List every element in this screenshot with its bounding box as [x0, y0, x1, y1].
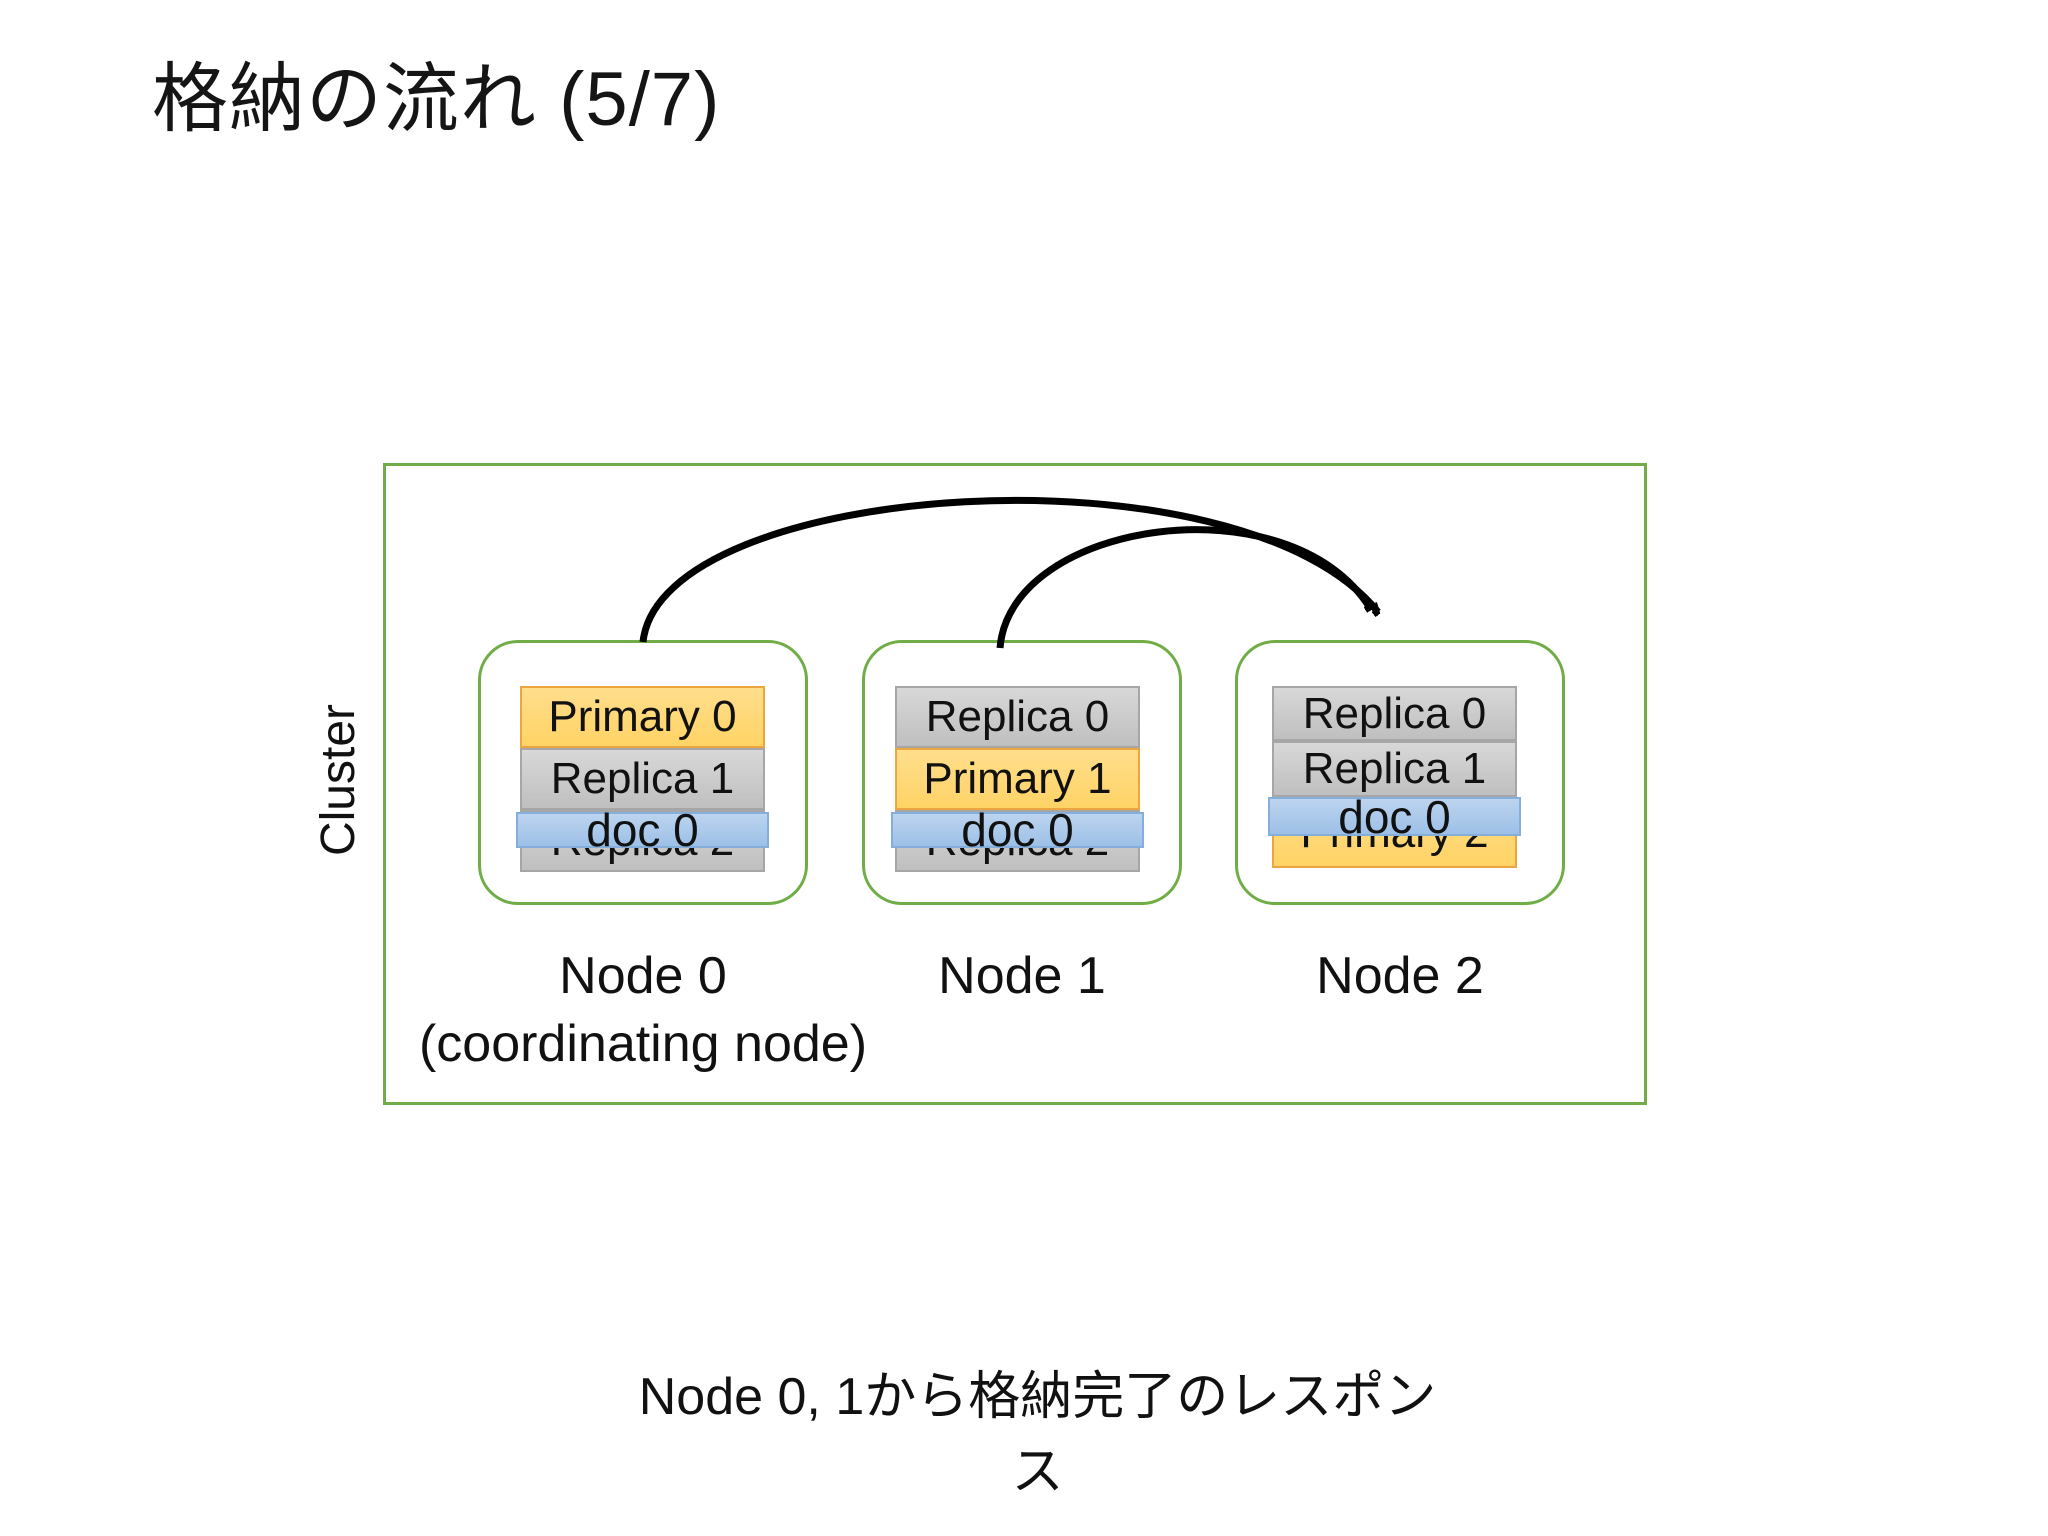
node0-shard-replica1: Replica 1: [520, 748, 765, 810]
node1-doc0-bar: doc 0: [891, 804, 1144, 856]
node0-label: Node 0: [559, 947, 727, 1005]
cluster-label: Cluster: [312, 703, 365, 857]
node0-doc0-bar: doc 0: [516, 804, 769, 856]
node1-label: Node 1: [938, 947, 1106, 1005]
node2-doc0-bar: doc 0: [1268, 791, 1521, 843]
node2-shard-replica0: Replica 0: [1272, 686, 1517, 741]
node1-shard-replica0: Replica 0: [895, 686, 1140, 748]
node1-shard-primary1: Primary 1: [895, 748, 1140, 810]
slide-title: 格納の流れ (5/7): [152, 57, 721, 142]
node0-sublabel: (coordinating node): [418, 1015, 868, 1073]
node0-shard-primary0: Primary 0: [520, 686, 765, 748]
node2-label: Node 2: [1316, 947, 1484, 1005]
node2-shard-replica1: Replica 1: [1272, 741, 1517, 797]
caption: Node 0, 1から格納完了のレスポンス: [638, 1368, 1437, 1501]
